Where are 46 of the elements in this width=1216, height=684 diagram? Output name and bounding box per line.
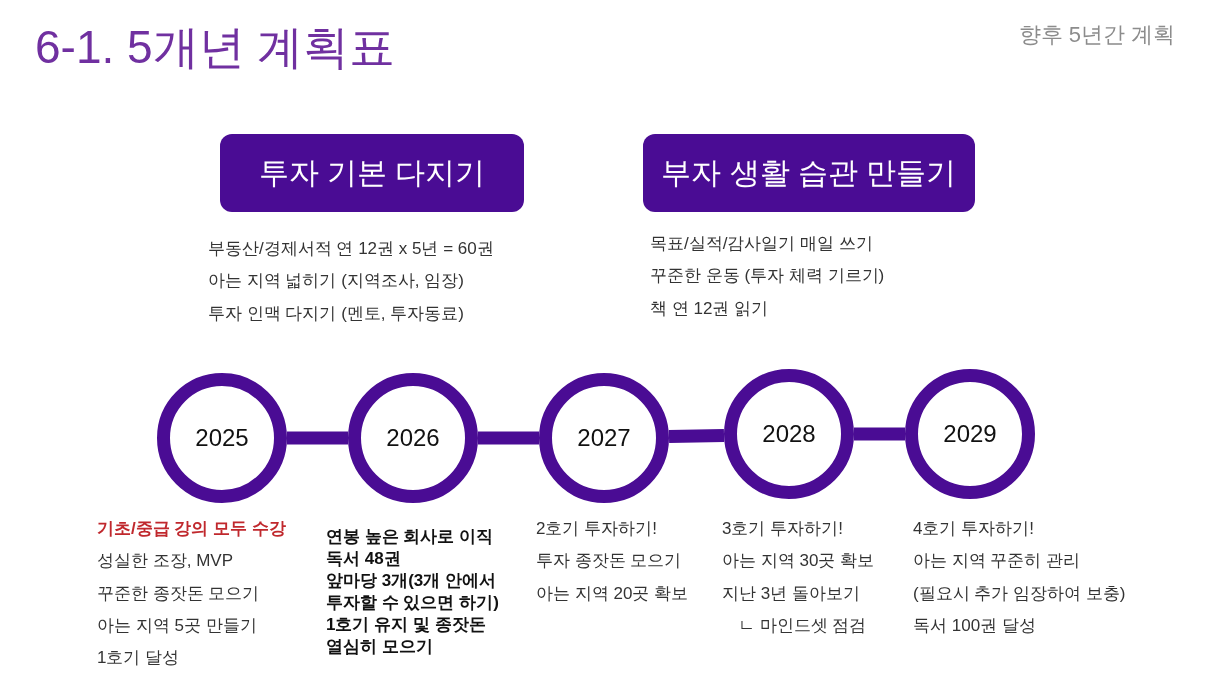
year-label: 2028 (762, 420, 816, 448)
subtitle-text: 향후 5년간 계획 (1018, 22, 1175, 49)
year-circle (539, 373, 669, 503)
plan-text: 꾸준한 종잣돈 모으기 (97, 583, 260, 604)
year-circle (348, 373, 478, 503)
plan-text: 아는 지역 20곳 확보 (536, 583, 689, 604)
plan-text: ㄴ 마인드셋 점검 (738, 615, 867, 636)
plan-text: 지난 3년 돌아보기 (722, 583, 860, 604)
goal-heading: 투자 기본 다지기 (258, 154, 486, 191)
plan-text: 성실한 조장, MVP (97, 551, 233, 572)
year-label: 2027 (577, 424, 631, 452)
plan-text: 2호기 투자하기! (536, 519, 657, 539)
goal-box (643, 134, 975, 212)
timeline-connector (287, 431, 348, 445)
year-circle (905, 369, 1035, 499)
plan-text: 기초/중급 강의 모두 수강 (97, 519, 286, 539)
timeline-connector (854, 427, 905, 441)
plan-text: 앞마당 3개(3개 안에서 투자할 수 있으면 하기) (326, 570, 500, 614)
goal-heading: 부자 생활 습관 만들기 (661, 154, 957, 191)
plan-text: 연봉 높은 회사로 이직 (326, 526, 494, 548)
plan-text: 1호기 달성 (97, 648, 180, 669)
timeline-connector (668, 428, 725, 444)
plan-text: 목표/실적/감사일기 매일 쓰기 (650, 234, 873, 254)
plan-text: 독서 100권 달성 (913, 615, 1036, 636)
year-circle (157, 373, 287, 503)
plan-text: 책 연 12권 읽기 (650, 298, 769, 319)
plan-text: 아는 지역 30곳 확보 (722, 551, 875, 572)
plan-text: 아는 지역 5곳 만들기 (97, 615, 257, 636)
plan-text: 투자 인맥 다지기 (멘토, 투자동료) (208, 303, 464, 324)
plan-text: (필요시 추가 임장하여 보충) (913, 583, 1126, 604)
year-label: 2026 (386, 424, 440, 452)
year-label: 2025 (195, 424, 249, 452)
year-circle (724, 369, 854, 499)
year-label: 2029 (943, 420, 997, 448)
timeline-connector (478, 431, 539, 445)
plan-text: 아는 지역 꾸준히 관리 (913, 551, 1081, 572)
page-title: 6-1. 5개년 계획표 (35, 20, 396, 75)
plan-text: 아는 지역 넓히기 (지역조사, 임장) (208, 271, 464, 292)
goal-box (220, 134, 524, 212)
plan-text: 부동산/경제서적 연 12권 x 5년 = 60권 (208, 239, 494, 259)
plan-text: 3호기 투자하기! (722, 519, 843, 539)
plan-text: 꾸준한 운동 (투자 체력 기르기) (650, 266, 885, 287)
plan-text: 1호기 유지 및 종잣돈 열심히 모으기 (326, 614, 487, 658)
plan-text: 투자 종잣돈 모으기 (536, 551, 682, 572)
plan-text: 4호기 투자하기! (913, 519, 1034, 539)
plan-text: 독서 48권 (326, 548, 401, 570)
